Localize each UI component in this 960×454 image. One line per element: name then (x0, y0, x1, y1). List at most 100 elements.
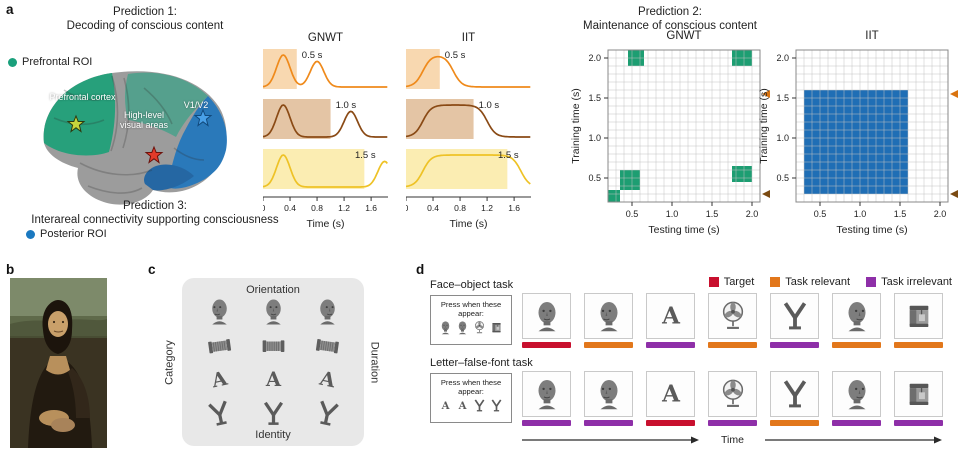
svg-text:Testing time (s): Testing time (s) (648, 224, 719, 236)
letter-falsefont-task-title: Letter–false-font task (430, 357, 533, 369)
status-bar-relevant (894, 342, 943, 348)
prediction2-title: Prediction 2: Maintenance of conscious c… (545, 6, 795, 33)
prefrontal-star-icon (66, 114, 86, 133)
face-stimulus-right (313, 297, 342, 331)
timecourse-plot-iit-1.0s: 1.0 s (406, 99, 531, 139)
time-axis-label-iit: Time (s) (449, 218, 488, 230)
stimulus-tile (708, 293, 757, 348)
brain-roi-figure: Prefrontal cortex High-level visual area… (24, 58, 236, 208)
time-axis-label-gnwt: Time (s) (306, 218, 345, 230)
svg-text:A: A (316, 366, 337, 392)
prediction3-title: Prediction 3: Interareal connectivity su… (20, 200, 290, 227)
svg-text:0: 0 (406, 203, 409, 213)
prediction3-title-line1: Prediction 3: (123, 200, 187, 212)
letter-stimulus-icon: A (458, 400, 467, 412)
svg-text:0.8: 0.8 (311, 203, 323, 213)
prefrontal-roi-dot (8, 57, 17, 67)
svg-text:A: A (441, 400, 450, 412)
stimulus-letter: A (646, 371, 695, 417)
high-level-visual-areas-label: High-level visual areas (119, 110, 169, 130)
svg-text:0.4: 0.4 (284, 203, 296, 213)
face-object-task-title: Face–object task (430, 279, 514, 291)
letter-stimulus-icon: A (316, 366, 337, 392)
time-label: Time (721, 434, 744, 446)
status-bar-target (646, 420, 695, 426)
svg-text:A: A (661, 381, 681, 408)
letter-stimulus-icon: A (208, 367, 229, 393)
false-font-stimulus-icon (319, 400, 339, 426)
stimulus-face (584, 371, 633, 417)
panel-label-b: b (6, 262, 15, 277)
task-irrelevant-swatch (866, 277, 877, 287)
face-stimulus-front (259, 297, 288, 331)
status-bar-relevant (832, 342, 881, 348)
stimulus-face (522, 293, 571, 339)
letter-stimulus-icon: A (661, 381, 681, 408)
stimulus-sequence-letter-falsefont: A (522, 371, 943, 426)
status-bar-irrelevant (770, 342, 819, 348)
false-font-stimulus-right (313, 399, 342, 433)
false-font-stimulus-icon (491, 399, 502, 412)
prefrontal-roi-label: Prefrontal ROI (22, 56, 93, 68)
target-label: Target (723, 276, 755, 288)
prediction2-title-line2: Maintenance of conscious content (583, 19, 757, 32)
timecourse-gnwt-plots: 0.5 s1.0 s1.5 s00.40.81.21.6 (263, 46, 388, 216)
false-font-stimulus-left (205, 399, 234, 433)
status-bar-relevant (770, 420, 819, 426)
face-stimulus-icon (211, 299, 227, 325)
fan-stimulus-icon (722, 379, 743, 407)
target-swatch (708, 277, 719, 287)
status-bar-relevant (584, 342, 633, 348)
v1v2-star-icon (193, 108, 213, 127)
svg-text:0.5: 0.5 (814, 209, 827, 219)
press-target-stimuli-face-object (433, 320, 509, 335)
status-bar-irrelevant (522, 420, 571, 426)
svg-text:0.5 s: 0.5 s (445, 50, 466, 61)
svg-text:0.4: 0.4 (427, 203, 439, 213)
svg-text:2.0: 2.0 (776, 53, 789, 63)
stimulus-letter: A (646, 293, 695, 339)
stimulus-face (832, 293, 881, 339)
timecourse-gnwt-title: GNWT (307, 32, 344, 44)
face-stimulus-icon (458, 321, 467, 335)
press-label-face-object: Press when these appear: (440, 300, 502, 318)
status-bar-irrelevant (832, 420, 881, 426)
svg-text:0: 0 (263, 203, 266, 213)
letter-stimulus-left: A (205, 365, 234, 399)
panel-label-c: c (148, 262, 156, 277)
svg-text:0.5 s: 0.5 s (302, 50, 323, 61)
svg-text:2.0: 2.0 (588, 53, 601, 63)
legend-target: Target (708, 276, 755, 288)
accordion-stimulus-icon (262, 340, 284, 353)
status-bar-irrelevant (646, 342, 695, 348)
task-relevant-label: Task relevant (785, 276, 851, 288)
face-stimulus-icon (538, 301, 555, 332)
stimulus-fan (708, 371, 757, 417)
stimulus-tile (832, 371, 881, 426)
brain-image (43, 71, 227, 205)
panel-label-a: a (6, 2, 14, 17)
offset-arrow-icon (762, 190, 770, 198)
timecourse-plot-iit-0.5s: 0.5 s (406, 49, 531, 89)
prediction1-title-line1: Prediction 1: (113, 6, 177, 18)
status-bar-irrelevant (894, 420, 943, 426)
face-stimulus-icon (600, 379, 617, 410)
letter-stimulus-icon: A (264, 368, 281, 391)
stimulus-false-font (770, 293, 819, 339)
timecourse-plot-gnwt-1.5s: 1.5 s (263, 149, 388, 189)
svg-text:1.2: 1.2 (338, 203, 350, 213)
svg-text:2.0: 2.0 (934, 209, 947, 219)
posterior-roi-label: Posterior ROI (40, 228, 107, 240)
fan-stimulus-icon (475, 321, 484, 334)
machine-stimulus-icon (909, 383, 928, 406)
prediction2-title-line1: Prediction 2: (638, 6, 702, 18)
duration-label: Duration (368, 341, 381, 384)
timecourse-plot-gnwt-1.0s: 1.0 s (263, 99, 388, 139)
press-target-box-face-object: Press when these appear: (430, 295, 512, 345)
accordion-stimulus-front (259, 331, 288, 365)
stimulus-face (522, 371, 571, 417)
status-bar-irrelevant (584, 420, 633, 426)
svg-text:Testing time (s): Testing time (s) (836, 224, 907, 236)
